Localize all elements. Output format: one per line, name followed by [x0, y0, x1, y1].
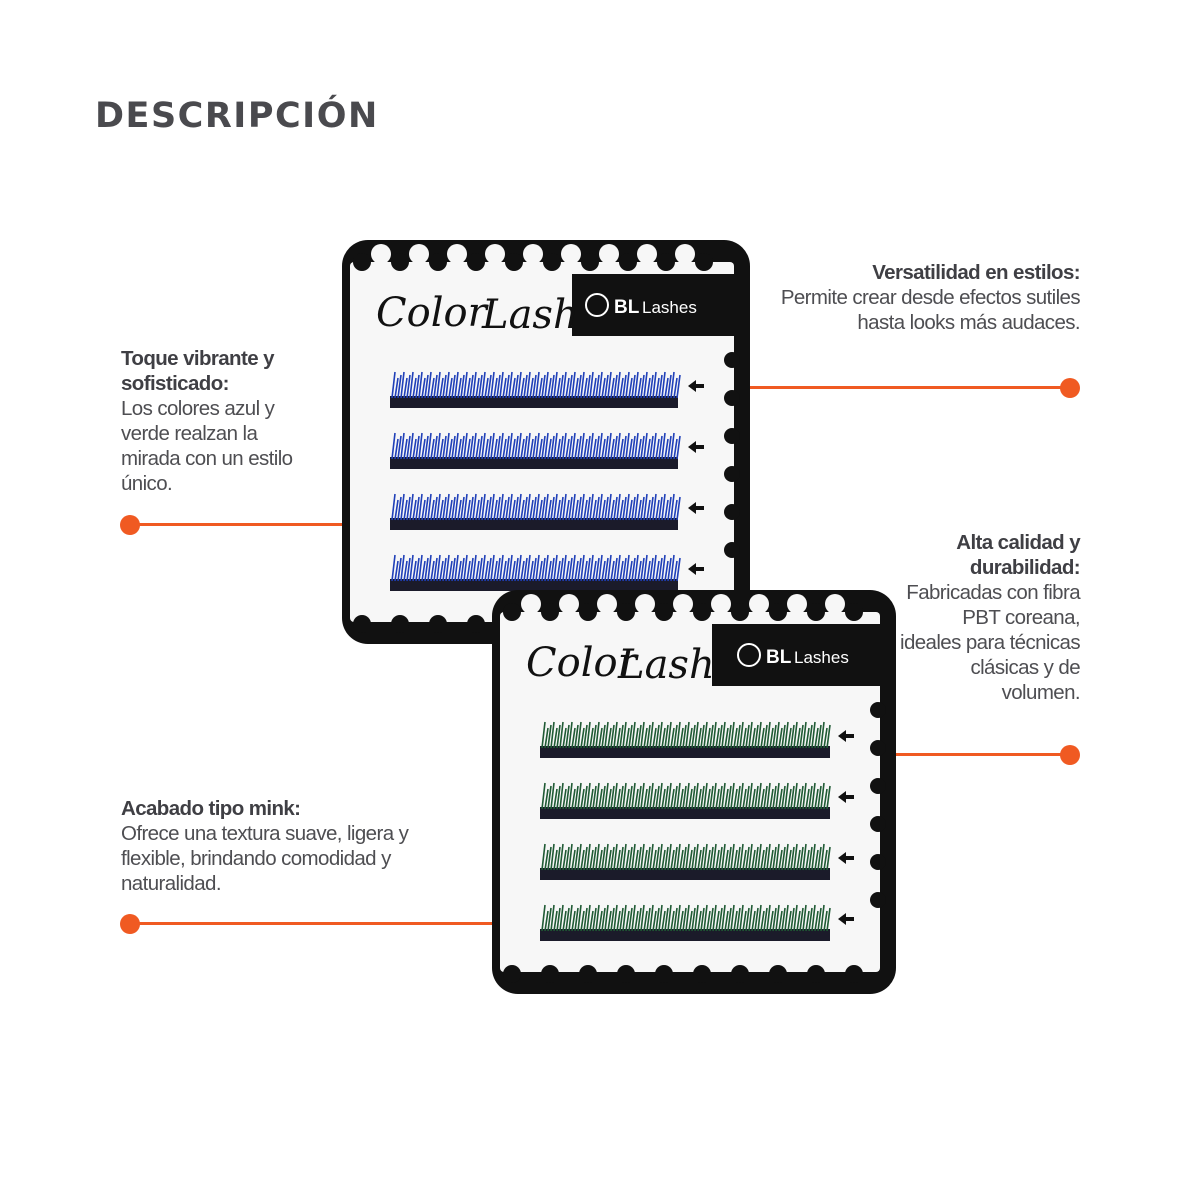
feature-title: Versatilidad en estilos: [872, 261, 1080, 284]
feature-body: Los colores azul y verde realzan la mira… [121, 397, 293, 495]
brand-initials: BL [614, 297, 640, 318]
script-color: Color [376, 290, 490, 336]
lash-strip [390, 371, 704, 408]
lash-tray-blue: BL Lashes Color Lash [342, 240, 750, 644]
brand-word: Lashes [642, 298, 697, 317]
connector-line [895, 753, 1070, 756]
feature-title: Acabado tipo mink: [121, 797, 301, 820]
lash-strip [540, 843, 854, 880]
script-lash: Lash [617, 642, 715, 688]
feature-body: Ofrece una textura suave, ligera y flexi… [121, 822, 409, 895]
connector-line [130, 523, 342, 526]
feature-quality: Alta calidad y durabilidad: Fabricadas c… [900, 530, 1081, 705]
lash-strip [540, 782, 854, 819]
lash-strip [390, 493, 704, 530]
script-lash: Lash [481, 292, 579, 338]
brand-word: Lashes [794, 648, 849, 667]
feature-title: Alta calidad y durabilidad: [956, 531, 1080, 579]
feature-versatility: Versatilidad en estilos: Permite crear d… [770, 260, 1081, 335]
lash-strip [390, 554, 704, 591]
lash-strips [540, 721, 854, 941]
lash-strip [390, 432, 704, 469]
lash-strip [540, 904, 854, 941]
page-title: DESCRIPCIÓN [95, 96, 379, 136]
arrow-left-icon [838, 730, 854, 742]
connector-line [130, 922, 492, 925]
feature-vibrant: Toque vibrante y sofisticado: Los colore… [121, 346, 321, 496]
arrow-left-icon [688, 380, 704, 392]
connector-line [745, 386, 1070, 389]
arrow-left-icon [838, 913, 854, 925]
arrow-left-icon [838, 852, 854, 864]
arrow-left-icon [688, 502, 704, 514]
arrow-left-icon [688, 563, 704, 575]
feature-title: Toque vibrante y sofisticado: [121, 347, 275, 395]
feature-body: Fabricadas con fibra PBT coreana, ideale… [900, 581, 1081, 704]
lash-strips [390, 371, 704, 591]
feature-mink: Acabado tipo mink: Ofrece una textura su… [121, 796, 461, 896]
arrow-left-icon [688, 441, 704, 453]
brand-initials: BL [766, 647, 792, 668]
script-color: Color [526, 640, 640, 686]
arrow-left-icon [838, 791, 854, 803]
lash-tray-green: BL Lashes Color Lash [492, 590, 896, 994]
connector-dot [1060, 745, 1080, 765]
connector-dot [1060, 378, 1080, 398]
feature-body: Permite crear desde efectos sutiles hast… [780, 286, 1081, 334]
lash-strip [540, 721, 854, 758]
